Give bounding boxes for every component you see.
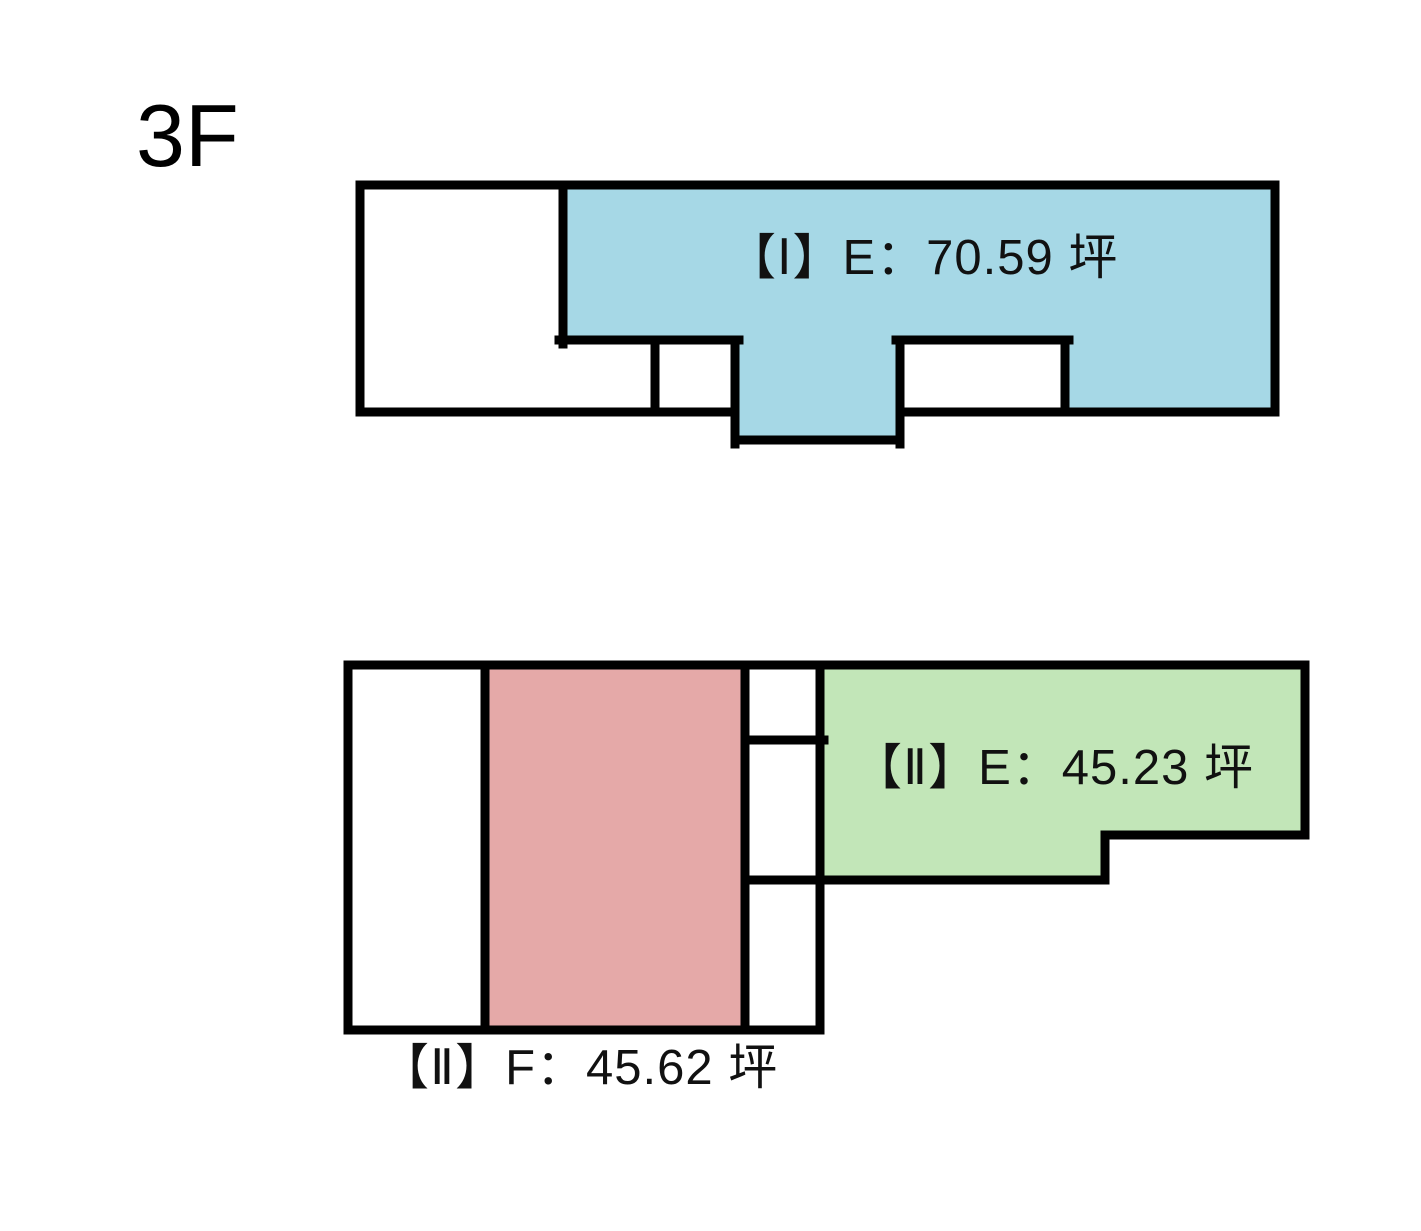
lower-vacant-column-cell-top[interactable]	[745, 665, 820, 740]
unit-II-E-region[interactable]	[820, 665, 1305, 880]
unit-II-E-label: 【Ⅱ】E：45.23 坪	[853, 741, 1255, 795]
unit-II-F-region[interactable]	[485, 665, 745, 1030]
lower-outer-wall	[343, 660, 825, 1035]
lower-floor-plan	[343, 660, 1310, 1035]
lower-vacant-column-cell-bottom[interactable]	[745, 880, 820, 1030]
upper-floor-plan	[355, 180, 1280, 449]
page-title: 3F	[136, 86, 239, 185]
upper-vacant-right-room[interactable]	[900, 340, 1065, 412]
upper-vacant-left-room[interactable]	[360, 185, 655, 412]
unit-II-E-outer-wall	[815, 660, 1310, 885]
unit-I-E-label: 【Ⅰ】E：70.59 坪	[727, 231, 1119, 285]
lower-vacant-column-cell-middle[interactable]	[745, 740, 820, 880]
unit-II-F-label: 【Ⅱ】F：45.62 坪	[380, 1041, 779, 1095]
lower-vacant-left-room[interactable]	[348, 665, 485, 1030]
upper-vacant-center-room[interactable]	[655, 340, 735, 412]
unit-I-E-region[interactable]	[563, 185, 1275, 440]
